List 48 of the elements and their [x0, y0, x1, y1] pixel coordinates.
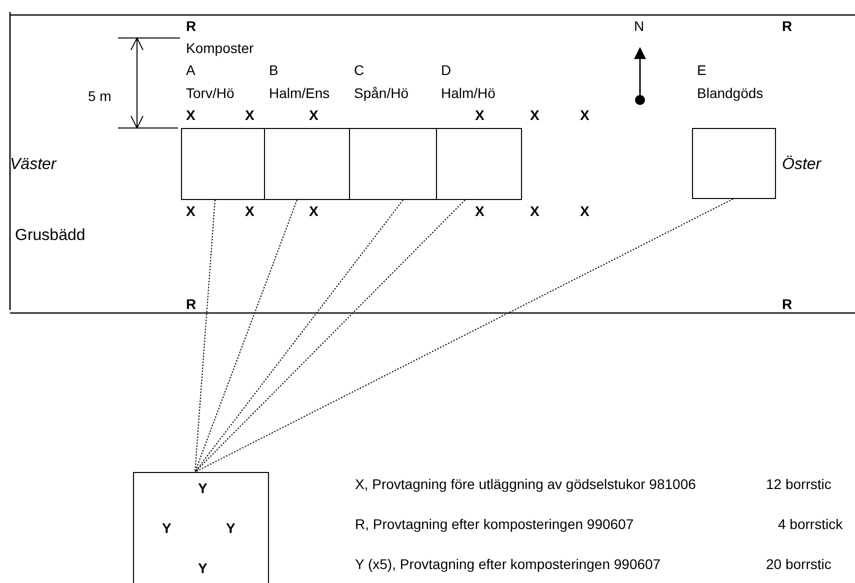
pile-label: Torv/Hö [186, 85, 234, 101]
sample-marker: X [186, 203, 196, 219]
legend-note: 12 borrstic [766, 476, 832, 492]
leader-line [194, 198, 734, 472]
sample-marker: R [782, 296, 792, 312]
leader-line [194, 200, 216, 472]
pile-letter: D [441, 62, 452, 78]
sample-plot [133, 472, 269, 583]
legend-note: X, Provtagning före utläggning av gödselstukor 981006 [355, 476, 696, 492]
pile-label: Halm/Hö [441, 85, 496, 101]
leader-line [194, 200, 466, 472]
sample-marker: X [475, 107, 484, 123]
sample-marker: X [309, 203, 318, 219]
sample-marker: Y [198, 560, 208, 576]
pile-letter: C [354, 62, 364, 78]
sample-marker: X [475, 203, 484, 219]
sample-marker: X [245, 107, 254, 123]
sample-marker: X [580, 203, 590, 219]
sample-marker: X [309, 107, 318, 123]
legend-note: 4 borrstick [778, 516, 843, 532]
group-label: Komposter [186, 40, 254, 56]
pile-letter: B [269, 62, 278, 78]
sample-marker: Y [162, 520, 172, 536]
direction-label: Öster [782, 157, 822, 173]
legend-note: R, Provtagning efter komposteringen 990607 [355, 516, 634, 532]
direction-label: Väster [10, 157, 56, 173]
sample-marker: R [186, 18, 196, 34]
pile-label: Spån/Hö [354, 85, 408, 101]
sample-marker: R [782, 18, 792, 34]
pile-label: Halm/Ens [269, 85, 330, 101]
sample-marker: X [245, 203, 254, 219]
compass-label: N [634, 18, 644, 34]
dimension-label: 5 m [88, 88, 112, 104]
sample-marker: X [530, 107, 540, 123]
legend-note: 20 borrstic [766, 556, 832, 572]
leader-line [194, 200, 298, 472]
leader-line [194, 200, 404, 472]
pile-letter: E [697, 62, 706, 78]
sample-marker: X [530, 203, 540, 219]
pile-label: Blandgöds [697, 85, 764, 101]
area-label: Grusbädd [15, 228, 86, 244]
pile-letter: A [186, 62, 196, 78]
sample-marker: Y [226, 520, 236, 536]
sample-marker: X [186, 107, 196, 123]
legend-note: Y (x5), Provtagning efter komposteringen 990607 [355, 556, 661, 572]
sample-marker: Y [198, 480, 208, 496]
sample-marker: X [580, 107, 590, 123]
sample-marker: R [186, 296, 196, 312]
